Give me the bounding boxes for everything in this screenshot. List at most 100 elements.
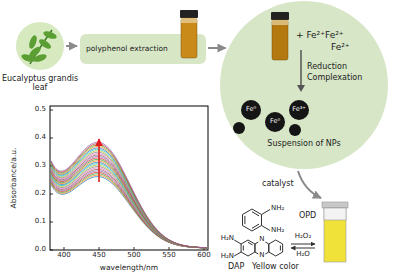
dap-molecule — [280, 246, 281, 251]
axis-tick — [50, 138, 53, 139]
increase-arrow — [98, 139, 100, 182]
process-box: polyphenol extraction — [80, 34, 206, 64]
dap-molecule — [241, 240, 255, 256]
spectrum-curve — [51, 144, 207, 248]
dap-molecule — [269, 240, 283, 256]
reaction-circle: + Fe²⁺Fe²⁺Fe²⁺ReductionComplexationSuspe… — [219, 0, 389, 170]
cuvette — [322, 202, 348, 208]
nanoparticle-dot — [233, 122, 245, 134]
nanoparticle-dot — [289, 124, 301, 136]
axis-tick — [134, 247, 135, 250]
tick-label: 0.4 — [35, 134, 46, 142]
axis-tick — [50, 110, 53, 111]
vial-icon — [180, 10, 198, 18]
step-label: catalyst — [262, 180, 294, 189]
axis-title: Absorbance/a.u. — [10, 148, 18, 209]
tick-label: 600 — [197, 252, 210, 260]
catalyst-arrow — [298, 171, 321, 198]
vial-icon — [272, 20, 288, 60]
axis-title: wavelength/nm — [100, 264, 158, 272]
compound-label: OPD — [299, 212, 316, 221]
leaf-icon — [28, 34, 39, 49]
node-text: Eucalyptus grandis leaf — [0, 20, 80, 92]
opd-molecule — [252, 224, 259, 228]
opd-molecule — [262, 226, 271, 231]
vial-icon — [181, 18, 197, 58]
reaction-text: Reduction — [307, 62, 347, 71]
catalyst-arrow — [298, 171, 321, 198]
axis-tick — [64, 247, 65, 250]
vial-icon — [272, 20, 288, 25]
reagent-label: H₂O₂ — [295, 233, 311, 241]
axis-tick — [50, 222, 53, 223]
reaction-arrow — [297, 85, 305, 92]
dap-molecule — [248, 242, 253, 245]
axis-tick — [99, 247, 100, 250]
leaf-icon — [42, 30, 57, 41]
tick-label: 550 — [162, 252, 175, 260]
source-leaf: Eucalyptus grandis leaf — [0, 20, 80, 92]
spectra-chart — [50, 106, 208, 250]
atom-label: N — [258, 252, 265, 260]
node-text: polyphenol extraction — [86, 45, 168, 54]
equilibrium-arrows — [291, 248, 315, 249]
group-label: H₂N — [221, 235, 234, 243]
group-label: NH₂ — [271, 227, 284, 235]
leaf-icon — [37, 37, 52, 50]
opd-molecule — [262, 210, 271, 215]
opd-molecule — [252, 212, 259, 216]
product-label: H₂O — [296, 251, 310, 259]
reaction-text: + Fe²⁺Fe²⁺ — [296, 30, 344, 40]
tick-label: 0.0 — [35, 246, 46, 254]
cuvette — [324, 208, 346, 220]
reaction-circle-shape — [220, 1, 388, 169]
particle-label: Fe³⁺ — [292, 106, 305, 113]
color-note: Yellow color — [252, 263, 299, 272]
spectrum-curve — [51, 145, 207, 248]
particle-label: Fe⁰ — [270, 118, 280, 125]
reaction-text: Complexation — [307, 73, 362, 82]
opd-molecule — [243, 209, 271, 231]
spectrum-curve — [51, 142, 207, 248]
leaf-icon — [32, 53, 47, 64]
tick-label: 0.3 — [35, 162, 46, 170]
reaction-text: Fe²⁺ — [331, 42, 350, 52]
leaf-icon — [20, 53, 35, 64]
tick-label: 450 — [92, 252, 105, 260]
spectrum-curve — [51, 142, 207, 248]
dap-molecule — [234, 252, 241, 256]
group-label: NH₂ — [271, 205, 284, 213]
vial-icon — [271, 12, 289, 20]
dap-molecule — [243, 246, 244, 251]
tick-label: 0.2 — [35, 190, 46, 198]
vial-icon — [181, 18, 197, 23]
leaf-icon — [16, 22, 64, 70]
particle-label: Fe⁰ — [246, 106, 256, 113]
dap-molecule — [234, 240, 241, 244]
flow-arrow — [66, 45, 77, 47]
axis-tick — [169, 247, 170, 250]
reaction-arrow — [300, 50, 302, 86]
nanoparticle-dot: Fe⁰ — [241, 100, 261, 120]
compound-label: DAP — [228, 263, 244, 272]
equilibrium-arrows — [291, 244, 315, 248]
axis-tick — [50, 194, 53, 195]
vial-icon — [180, 10, 198, 60]
leaf-icon — [0, 20, 80, 72]
tick-label: 0.1 — [35, 218, 46, 226]
spectra-chart — [50, 106, 208, 250]
tick-label: 400 — [57, 252, 70, 260]
axis-tick — [50, 250, 53, 251]
cuvette — [322, 202, 348, 262]
tick-label: 500 — [127, 252, 140, 260]
tick-label: 0.5 — [35, 106, 46, 114]
nanoparticle-dot: Fe³⁺ — [289, 100, 309, 120]
atom-label: N — [258, 236, 265, 244]
nanoparticle-dot: Fe⁰ — [265, 112, 285, 132]
spectrum-curve — [51, 152, 207, 248]
opd-molecule — [244, 216, 245, 224]
flow-arrow — [208, 47, 226, 49]
